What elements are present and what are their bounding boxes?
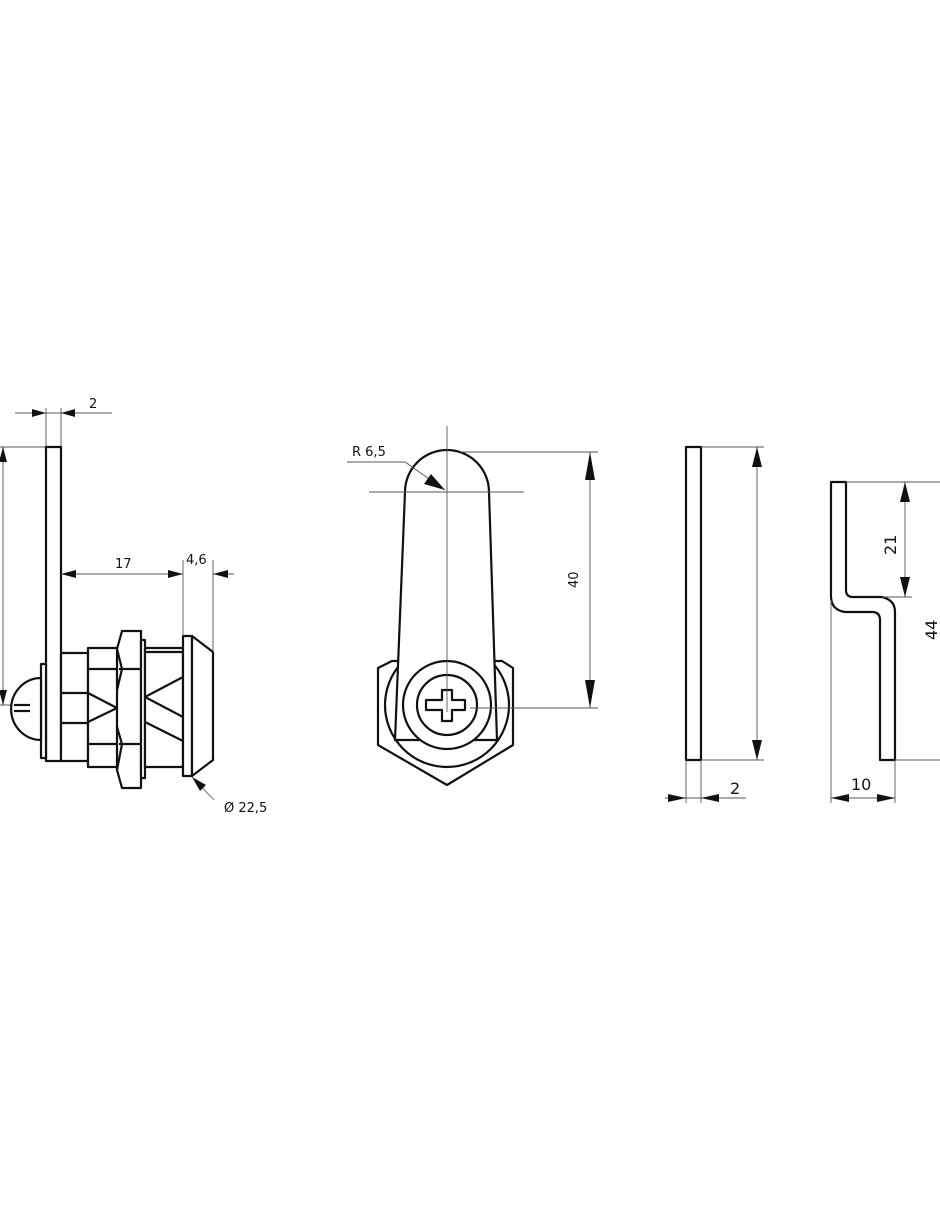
dim-face-depth: 4,6	[186, 553, 207, 568]
cranked-lever-view: 21 44 10	[829, 480, 940, 803]
arrowhead	[61, 409, 75, 417]
straight-lever-view: 2	[665, 445, 764, 803]
arrowhead	[32, 409, 46, 417]
cranked-lever	[829, 480, 897, 762]
dim-total-height: 44	[922, 620, 940, 640]
cylinder-face	[181, 634, 194, 778]
cross-keyway-icon	[424, 688, 467, 723]
dim-body-length: 17	[115, 557, 132, 572]
dim-offset-height: 21	[881, 535, 900, 555]
straight-lever	[684, 445, 703, 762]
screw-head	[10, 676, 43, 742]
dim-straight-thickness: 2	[730, 779, 740, 798]
side-view: 2	[0, 397, 267, 816]
front-view: R 6,5 40	[347, 426, 598, 787]
dim-radius: R 6,5	[352, 445, 386, 460]
dim-lever-thickness: 2	[89, 397, 97, 412]
hex-nut	[115, 629, 143, 790]
dim-offset: 10	[851, 775, 871, 794]
dim-face-diameter: Ø 22,5	[224, 801, 267, 816]
dim-length: 40	[567, 571, 582, 588]
lever-plate	[44, 445, 63, 763]
